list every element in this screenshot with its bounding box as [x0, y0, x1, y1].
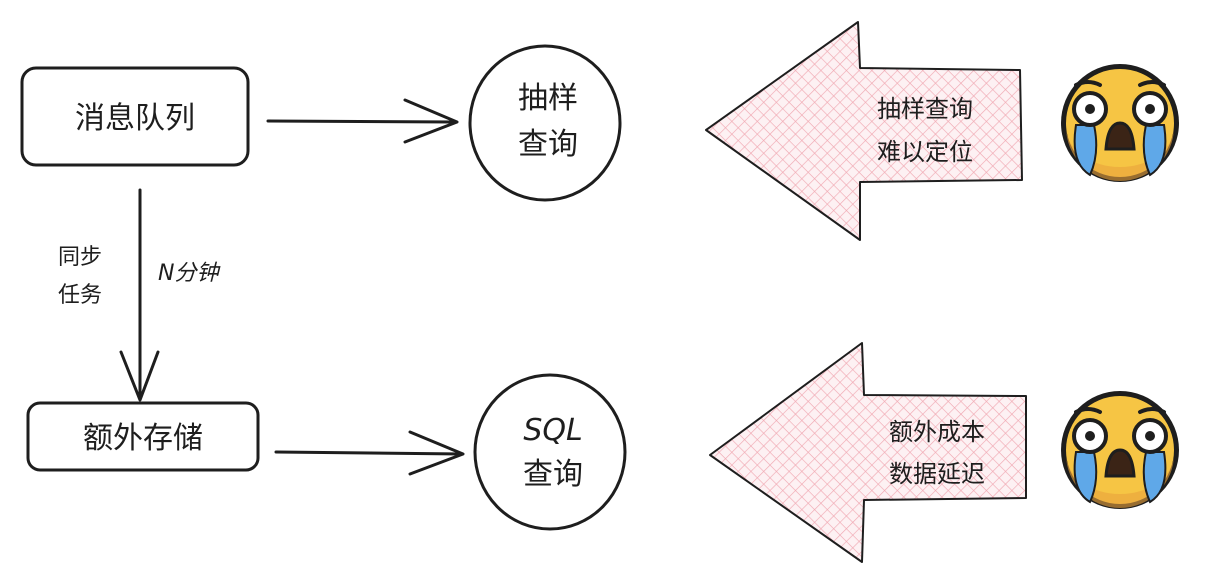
crying-face-icon — [1061, 391, 1179, 509]
sql-query-node[interactable]: SQL 查询 — [473, 373, 627, 531]
sql-query-label-line2: 查询 — [523, 457, 583, 492]
sampling-query-label-line1: 抽样 — [518, 81, 578, 116]
arrow-queue-to-sampling — [266, 98, 459, 144]
n-minutes-label: N分钟 — [158, 261, 221, 286]
message-queue-node[interactable]: 消息队列 — [20, 66, 250, 167]
extra-storage-label: 额外存储 — [83, 421, 203, 456]
crying-face-icon — [1061, 64, 1179, 182]
message-queue-label: 消息队列 — [75, 101, 195, 136]
callout-arrow-bottom: 额外成本 数据延迟 — [709, 342, 1027, 563]
arrow-queue-to-storage — [119, 188, 160, 402]
sync-task-label-line2: 任务 — [58, 283, 102, 308]
callout-bottom-line2: 数据延迟 — [889, 460, 985, 488]
sql-query-label-line1: SQL — [523, 413, 582, 448]
callout-bottom-line1: 额外成本 — [889, 418, 985, 446]
callout-top-line1: 抽样查询 — [877, 95, 973, 123]
sampling-query-node[interactable]: 抽样 查询 — [468, 44, 622, 202]
arrow-storage-to-sql — [274, 430, 465, 476]
callout-top-line2: 难以定位 — [877, 138, 973, 166]
extra-storage-node[interactable]: 额外存储 — [26, 401, 260, 472]
sampling-query-label-line2: 查询 — [518, 127, 578, 162]
callout-arrow-top: 抽样查询 难以定位 — [705, 21, 1023, 241]
sync-task-label-line1: 同步 — [58, 245, 102, 270]
